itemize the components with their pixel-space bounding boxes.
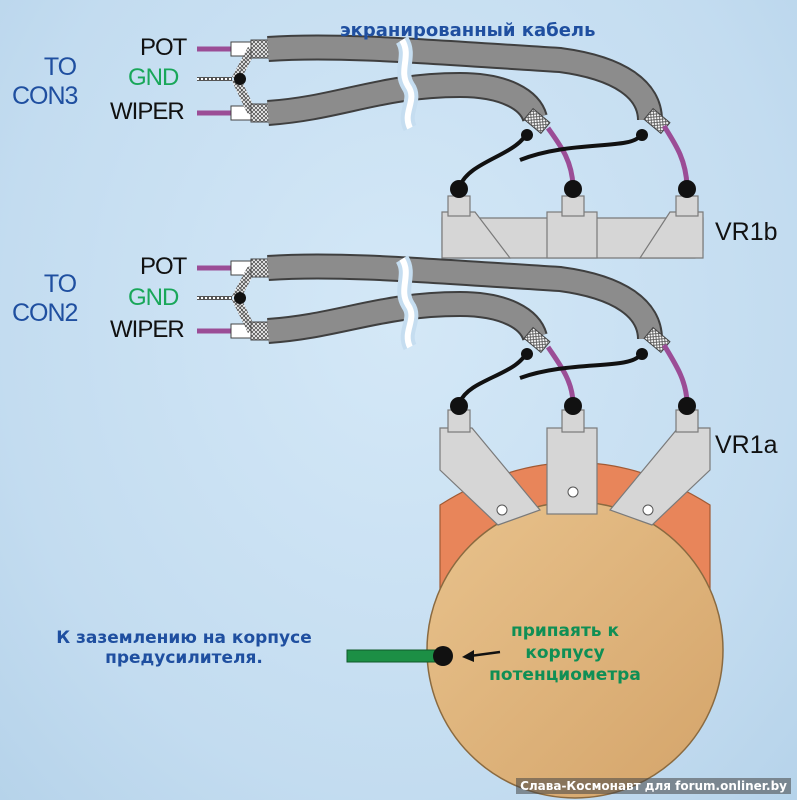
pot-vr1a [426, 409, 724, 799]
con2-label: CON2 [12, 299, 78, 327]
con3-label: CON3 [12, 82, 78, 110]
pot-vr1b [441, 195, 704, 259]
pin-wiper-bottom: WIPER [110, 316, 185, 343]
cable-title: экранированный кабель [340, 20, 596, 41]
top-group [197, 34, 704, 259]
solder-point [433, 646, 453, 666]
solder-note: припаять к корпусу потенциометра [480, 620, 650, 686]
pin-pot-top: POT [140, 34, 187, 61]
pot-label-vr1a: VR1a [715, 431, 778, 459]
pin-gnd-top: GND [128, 64, 179, 91]
solder-note-line-3: потенциометра [489, 665, 641, 685]
ground-connection [346, 646, 501, 666]
arrow-icon [462, 650, 474, 662]
ground-note-line-1: К заземлению на корпусе [56, 628, 312, 648]
pin-pot-bottom: POT [140, 253, 187, 280]
pot-label-vr1b: VR1b [715, 218, 778, 246]
pin-gnd-bottom: GND [128, 284, 179, 311]
solder-note-line-2: корпусу [525, 643, 605, 663]
bottom-group [197, 253, 724, 799]
pin-wiper-top: WIPER [110, 98, 185, 125]
to-label-top: TO [43, 53, 77, 81]
ground-note: К заземлению на корпусе предусилителя. [24, 628, 344, 668]
solder-note-line-1: припаять к [510, 621, 620, 641]
credit-watermark: Слава-Космонавт для forum.onliner.by [516, 778, 791, 794]
ground-note-line-2: предусилителя. [105, 648, 263, 668]
to-label-bottom: TO [43, 270, 77, 298]
